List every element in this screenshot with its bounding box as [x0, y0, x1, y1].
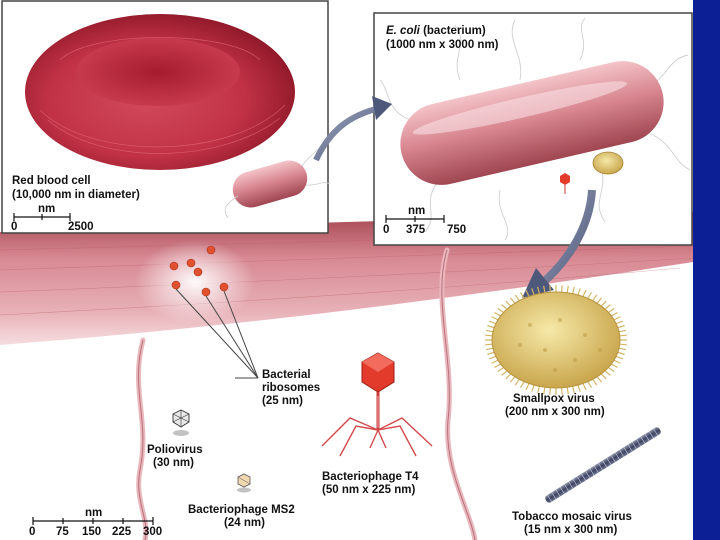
ms2-label-name: Bacteriophage MS2 [188, 504, 295, 517]
ecoli-title-italic: E. coli [386, 25, 420, 37]
ribosomes-label: Bacterial ribosomes (25 nm) [262, 369, 320, 408]
tobacco-mosaic-virus [544, 426, 662, 504]
ribosomes-label-line-2: ribosomes [262, 382, 320, 395]
poliovirus-label-size: (30 nm) [147, 457, 203, 470]
bottom-scale-tick-0: 0 [29, 526, 35, 538]
ecoli-scale-tick-750: 750 [447, 224, 466, 236]
tmv-label: Tobacco mosaic virus (15 nm x 300 nm) [512, 511, 632, 537]
rbc-scale-tick-2500: 2500 [68, 221, 94, 233]
poliovirus [173, 410, 189, 436]
bottom-scale-tick-75: 75 [56, 526, 69, 538]
poliovirus-label: Poliovirus (30 nm) [147, 444, 203, 470]
rbc-title: Red blood cell [12, 175, 91, 188]
t4-label-name: Bacteriophage T4 [322, 471, 419, 484]
poliovirus-label-name: Poliovirus [147, 444, 203, 457]
smallpox-virus [485, 285, 627, 395]
t4-label: Bacteriophage T4 (50 nm x 225 nm) [322, 471, 419, 497]
ecoli-scale-unit: nm [408, 205, 425, 217]
ribosome-glow [135, 240, 255, 324]
rbc-scale-unit: nm [38, 203, 55, 215]
ecoli-scale-tick-375: 375 [406, 224, 425, 236]
bottom-scale-tick-300: 300 [143, 526, 162, 538]
bacteriophage-t4 [322, 353, 432, 456]
bottom-scale-unit: nm [85, 507, 102, 519]
red-blood-cell [25, 14, 295, 170]
tmv-label-name: Tobacco mosaic virus [512, 511, 632, 524]
smallpox-label: Smallpox virus (200 nm x 300 nm) [505, 393, 605, 419]
ms2-label: Bacteriophage MS2 (24 nm) [188, 504, 295, 530]
slide-accent-bar [693, 0, 720, 540]
tiny-smallpox [593, 152, 623, 174]
ms2-label-size: (24 nm) [188, 517, 295, 530]
smallpox-label-size: (200 nm x 300 nm) [505, 406, 605, 419]
bottom-scale-tick-150: 150 [82, 526, 101, 538]
ribosomes-label-line-1: Bacterial [262, 369, 320, 382]
bottom-scale-tick-225: 225 [112, 526, 131, 538]
ribosomes-label-line-3: (25 nm) [262, 395, 320, 408]
bacteriophage-ms2 [237, 474, 251, 493]
smallpox-label-name: Smallpox virus [505, 393, 605, 406]
ecoli-title-suffix: (bacterium) [420, 25, 486, 37]
rbc-size: (10,000 nm in diameter) [12, 189, 140, 202]
t4-label-size: (50 nm x 225 nm) [322, 484, 419, 497]
ecoli-scale-tick-0: 0 [383, 224, 389, 236]
ecoli-size: (1000 nm x 3000 nm) [386, 39, 499, 52]
tmv-label-size: (15 nm x 300 nm) [512, 524, 632, 537]
rbc-scale-tick-0: 0 [11, 221, 17, 233]
ecoli-title: E. coli (bacterium) [386, 25, 486, 38]
